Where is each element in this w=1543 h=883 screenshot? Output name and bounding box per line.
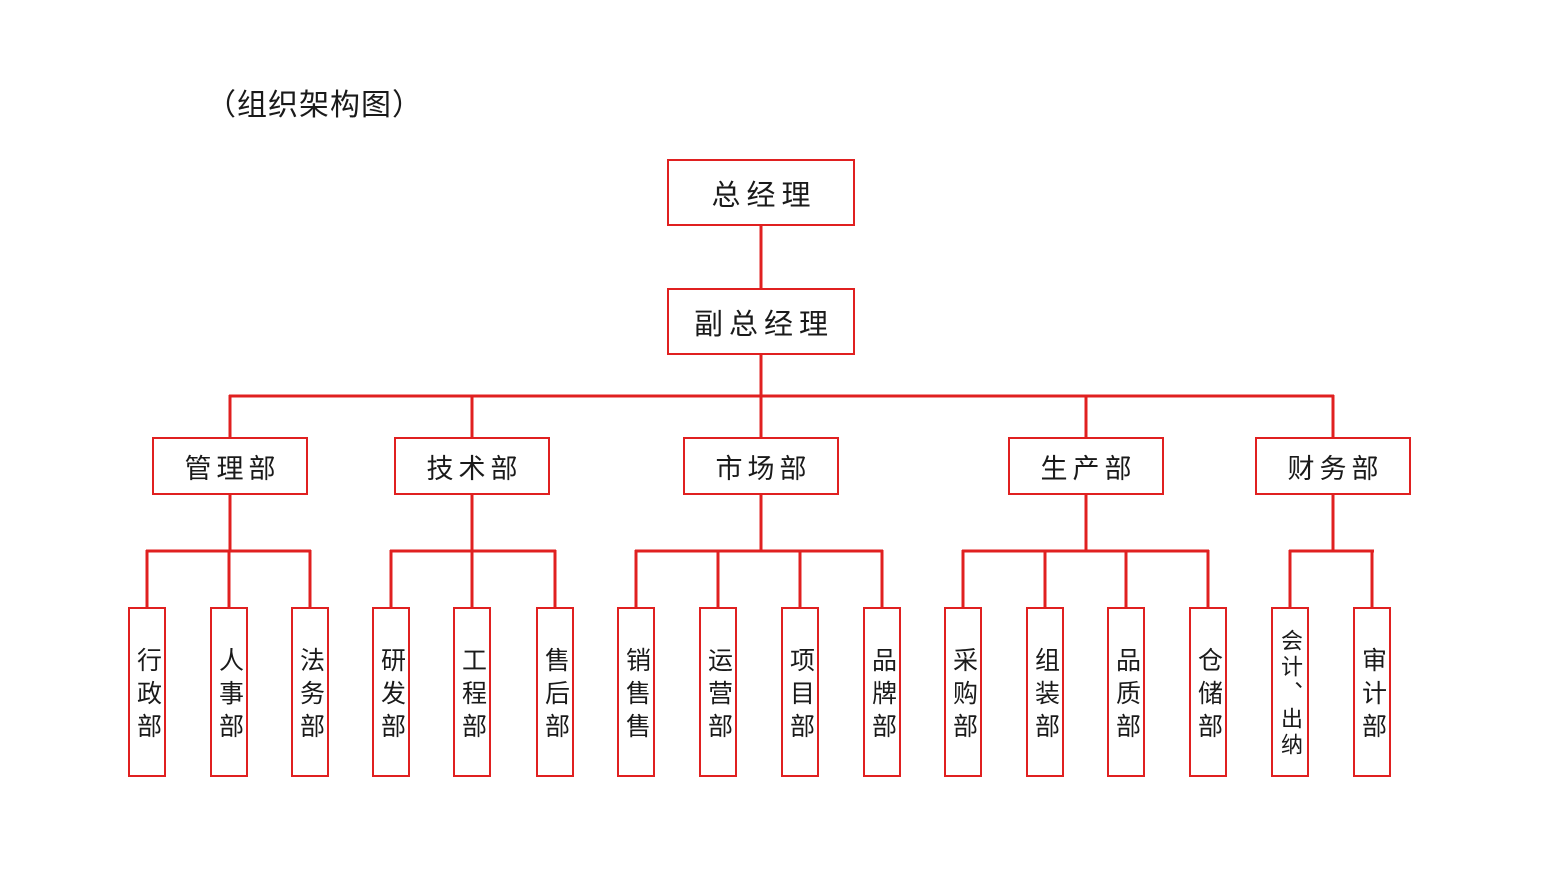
node-label: 市场部 <box>715 453 812 484</box>
node-label: 研发部 <box>377 646 405 746</box>
node-warehouse-dept: 仓储部 <box>1189 607 1227 777</box>
node-label: 品质部 <box>1112 646 1140 746</box>
node-dept-management: 管理部 <box>152 437 308 495</box>
node-label: 会计、出纳 <box>1278 629 1303 759</box>
node-general-manager: 总经理 <box>667 159 855 226</box>
node-label: 工程部 <box>458 646 486 746</box>
node-label: 组装部 <box>1031 646 1059 746</box>
node-label: 管理部 <box>184 453 281 484</box>
node-quality-dept: 品质部 <box>1107 607 1145 777</box>
node-label: 副总经理 <box>693 308 834 341</box>
node-label: 总经理 <box>711 179 817 212</box>
node-audit-dept: 审计部 <box>1353 607 1391 777</box>
node-label: 生产部 <box>1040 453 1137 484</box>
node-dept-technology: 技术部 <box>394 437 550 495</box>
node-accounting-cashier: 会计、出纳 <box>1271 607 1309 777</box>
node-assembly-dept: 组装部 <box>1026 607 1064 777</box>
node-label: 项目部 <box>786 646 814 746</box>
node-operations-dept: 运营部 <box>699 607 737 777</box>
node-dept-marketing: 市场部 <box>683 437 839 495</box>
node-label: 仓储部 <box>1194 646 1222 746</box>
node-deputy-general-manager: 副总经理 <box>667 288 855 355</box>
node-label: 审计部 <box>1358 646 1386 746</box>
node-legal-dept: 法务部 <box>291 607 329 777</box>
node-label: 行政部 <box>133 646 161 746</box>
page-title: （组织架构图） <box>206 89 423 122</box>
node-label: 售后部 <box>541 646 569 746</box>
node-label: 采购部 <box>949 646 977 746</box>
node-label: 财务部 <box>1287 453 1384 484</box>
node-after-sales-dept: 售后部 <box>536 607 574 777</box>
node-label: 法务部 <box>296 646 324 746</box>
node-label: 销售售 <box>622 646 650 746</box>
node-label: 运营部 <box>704 646 732 746</box>
node-label: 技术部 <box>426 453 523 484</box>
node-dept-finance: 财务部 <box>1255 437 1411 495</box>
node-sales-dept: 销售售 <box>617 607 655 777</box>
node-dept-production: 生产部 <box>1008 437 1164 495</box>
node-engineering-dept: 工程部 <box>453 607 491 777</box>
node-rnd-dept: 研发部 <box>372 607 410 777</box>
node-label: 人事部 <box>215 646 243 746</box>
node-project-dept: 项目部 <box>781 607 819 777</box>
node-label: 品牌部 <box>868 646 896 746</box>
node-procurement-dept: 采购部 <box>944 607 982 777</box>
node-brand-dept: 品牌部 <box>863 607 901 777</box>
node-admin-dept: 行政部 <box>128 607 166 777</box>
node-hr-dept: 人事部 <box>210 607 248 777</box>
